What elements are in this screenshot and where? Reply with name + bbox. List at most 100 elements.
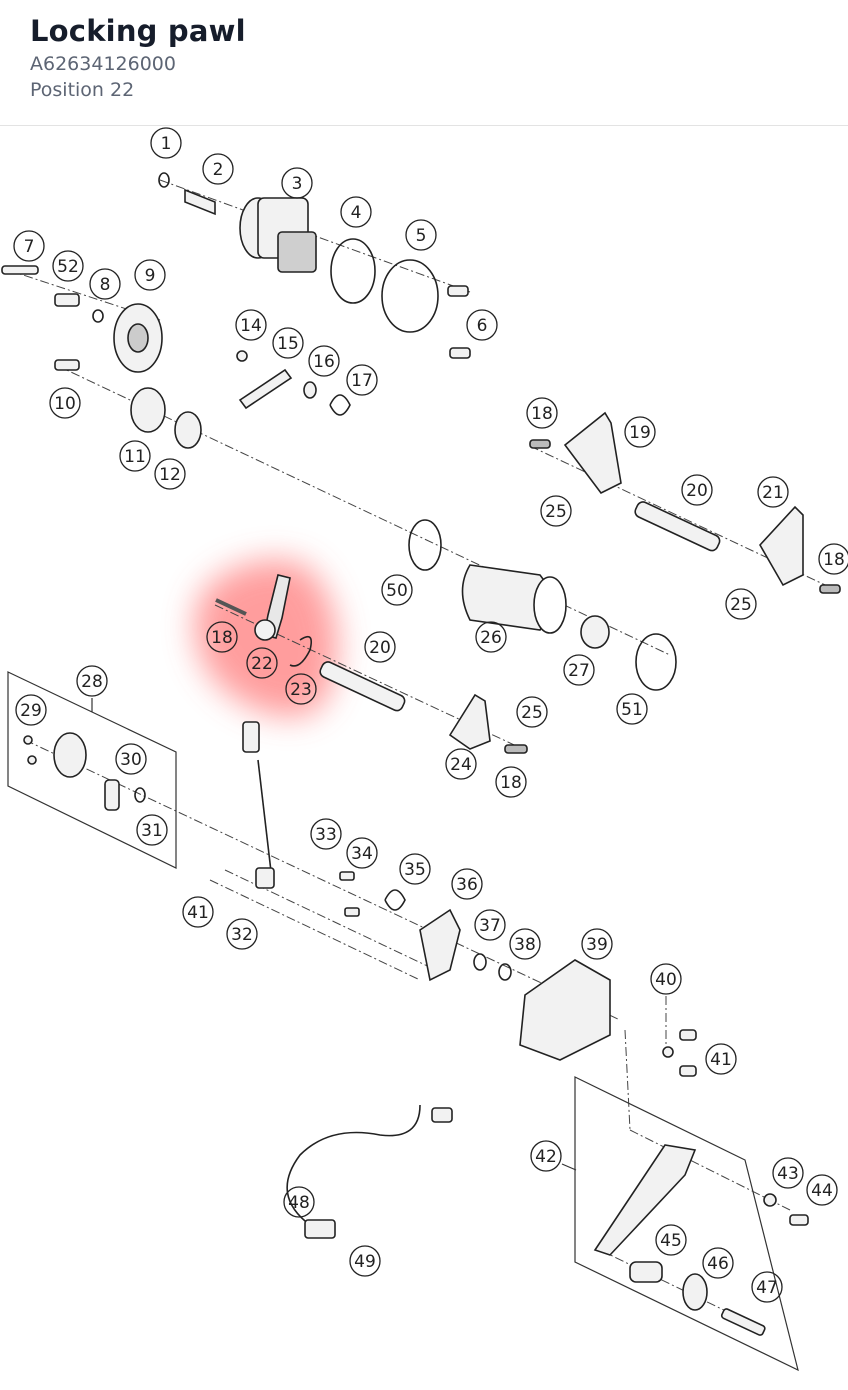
- callout-14[interactable]: 14: [235, 309, 267, 341]
- callout-18[interactable]: 18: [526, 397, 558, 429]
- callout-number: 24: [450, 755, 472, 775]
- callout-34[interactable]: 34: [346, 837, 378, 869]
- callout-36[interactable]: 36: [451, 868, 483, 900]
- callout-number: 12: [159, 465, 181, 485]
- part-title: Locking pawl: [30, 14, 246, 48]
- callout-41[interactable]: 41: [705, 1043, 737, 1075]
- callout-number: 46: [707, 1254, 729, 1274]
- callout-25[interactable]: 25: [516, 696, 548, 728]
- callout-38[interactable]: 38: [509, 928, 541, 960]
- callout-circle: [346, 364, 378, 396]
- callout-37[interactable]: 37: [474, 909, 506, 941]
- callout-circle: [681, 474, 713, 506]
- callout-circle: [526, 397, 558, 429]
- callout-number: 45: [660, 1231, 682, 1251]
- position-label: Position 22: [30, 79, 135, 101]
- callout-number: 22: [251, 654, 273, 674]
- callout-52[interactable]: 52: [52, 250, 84, 282]
- callout-29[interactable]: 29: [15, 694, 47, 726]
- callout-1[interactable]: 1: [150, 127, 182, 159]
- callout-circle: [818, 543, 848, 575]
- callout-circle: [655, 1224, 687, 1256]
- callout-5[interactable]: 5: [405, 219, 437, 251]
- callout-31[interactable]: 31: [136, 814, 168, 846]
- callout-43[interactable]: 43: [772, 1157, 804, 1189]
- callout-circle: [13, 230, 45, 262]
- callout-circle: [310, 818, 342, 850]
- callout-circle: [119, 440, 151, 472]
- callout-35[interactable]: 35: [399, 853, 431, 885]
- callout-18[interactable]: 18: [206, 621, 238, 653]
- callout-48[interactable]: 48: [283, 1186, 315, 1218]
- callout-number: 10: [54, 394, 76, 414]
- callout-circle: [616, 693, 648, 725]
- callout-3[interactable]: 3: [281, 167, 313, 199]
- callout-45[interactable]: 45: [655, 1224, 687, 1256]
- callout-2[interactable]: 2: [202, 153, 234, 185]
- callout-number: 35: [404, 860, 426, 880]
- callout-9[interactable]: 9: [134, 259, 166, 291]
- callout-circle: [540, 495, 572, 527]
- callout-8[interactable]: 8: [89, 268, 121, 300]
- callout-4[interactable]: 4: [340, 196, 372, 228]
- callout-41[interactable]: 41: [182, 896, 214, 928]
- callout-21[interactable]: 21: [757, 476, 789, 508]
- callout-28[interactable]: 28: [76, 665, 108, 697]
- callout-27[interactable]: 27: [563, 654, 595, 686]
- callout-number: 25: [545, 502, 567, 522]
- callout-19[interactable]: 19: [624, 416, 656, 448]
- callout-circle: [15, 694, 47, 726]
- callout-15[interactable]: 15: [272, 327, 304, 359]
- callout-33[interactable]: 33: [310, 818, 342, 850]
- callout-20[interactable]: 20: [364, 631, 396, 663]
- callout-circle: [272, 327, 304, 359]
- callout-circle: [806, 1174, 838, 1206]
- callout-10[interactable]: 10: [49, 387, 81, 419]
- callout-25[interactable]: 25: [540, 495, 572, 527]
- callout-circle: [563, 654, 595, 686]
- callout-17[interactable]: 17: [346, 364, 378, 396]
- callout-number: 37: [479, 916, 501, 936]
- callout-number: 49: [354, 1252, 376, 1272]
- callout-42[interactable]: 42: [530, 1140, 562, 1172]
- callout-circle: [405, 219, 437, 251]
- callout-6[interactable]: 6: [466, 309, 498, 341]
- callout-20[interactable]: 20: [681, 474, 713, 506]
- callout-circle: [466, 309, 498, 341]
- callout-number: 1: [161, 134, 172, 154]
- callout-circle: [115, 743, 147, 775]
- part-header: Locking pawl A62634126000 Position 22: [0, 0, 848, 126]
- callout-22[interactable]: 22: [246, 647, 278, 679]
- callout-number: 30: [120, 750, 142, 770]
- callout-44[interactable]: 44: [806, 1174, 838, 1206]
- callout-49[interactable]: 49: [349, 1245, 381, 1277]
- callout-18[interactable]: 18: [818, 543, 848, 575]
- callout-40[interactable]: 40: [650, 963, 682, 995]
- callout-26[interactable]: 26: [475, 621, 507, 653]
- callout-7[interactable]: 7: [13, 230, 45, 262]
- callout-number: 43: [777, 1164, 799, 1184]
- callout-39[interactable]: 39: [581, 928, 613, 960]
- callout-24[interactable]: 24: [445, 748, 477, 780]
- callout-25[interactable]: 25: [725, 588, 757, 620]
- callout-number: 18: [500, 773, 522, 793]
- callout-32[interactable]: 32: [226, 918, 258, 950]
- callout-number: 51: [621, 700, 643, 720]
- callout-23[interactable]: 23: [285, 673, 317, 705]
- callout-circle: [206, 621, 238, 653]
- callout-circle: [235, 309, 267, 341]
- callout-47[interactable]: 47: [751, 1271, 783, 1303]
- callout-50[interactable]: 50: [381, 574, 413, 606]
- callout-11[interactable]: 11: [119, 440, 151, 472]
- callout-46[interactable]: 46: [702, 1247, 734, 1279]
- callout-12[interactable]: 12: [154, 458, 186, 490]
- callout-16[interactable]: 16: [308, 345, 340, 377]
- callout-18[interactable]: 18: [495, 766, 527, 798]
- callout-51[interactable]: 51: [616, 693, 648, 725]
- callout-circle: [349, 1245, 381, 1277]
- callout-30[interactable]: 30: [115, 743, 147, 775]
- callout-circle: [364, 631, 396, 663]
- callout-circle: [581, 928, 613, 960]
- callout-circle: [150, 127, 182, 159]
- callout-circle: [89, 268, 121, 300]
